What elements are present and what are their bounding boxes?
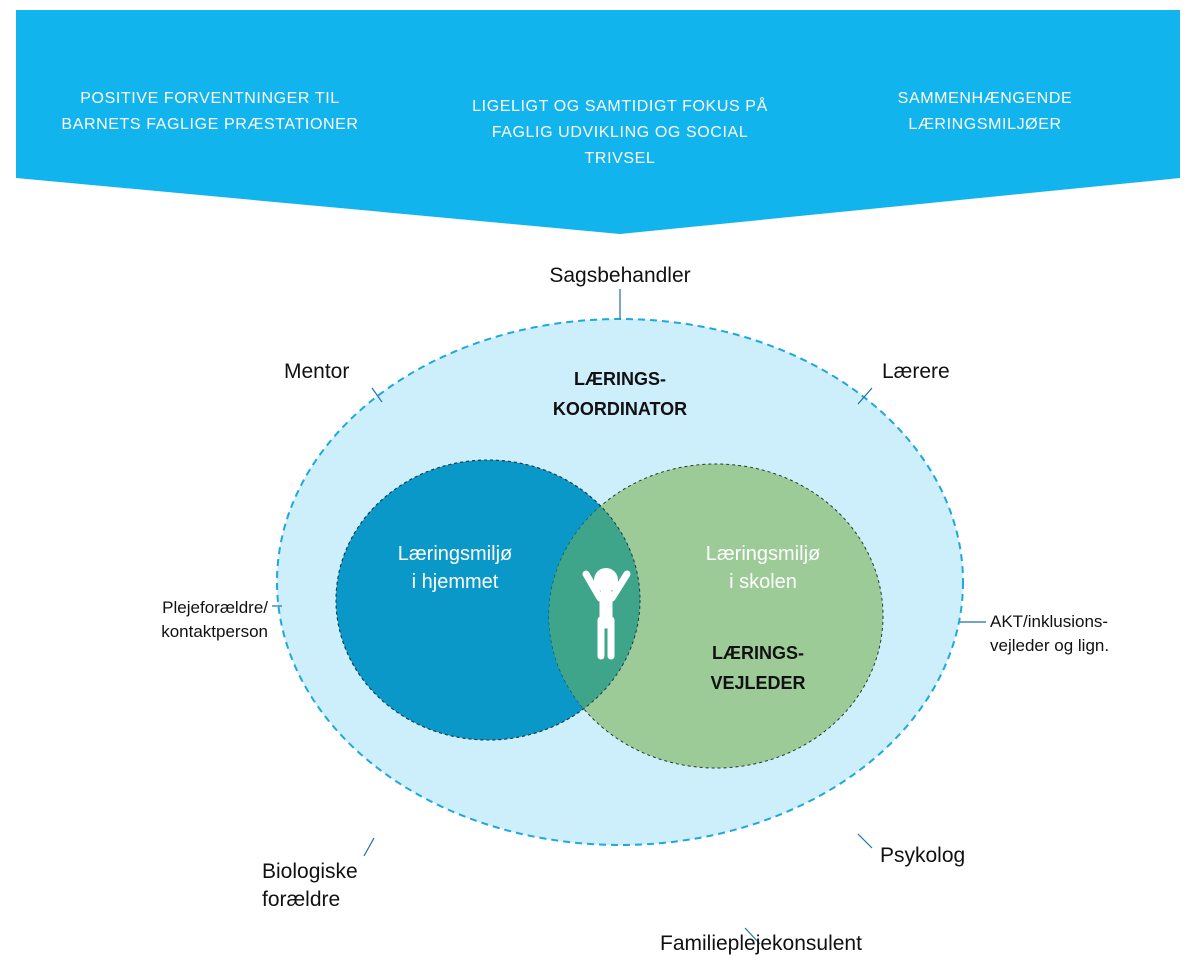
vejleder-title-line-1: LÆRINGS-: [712, 643, 804, 663]
vejleder-title-line-2: VEJLEDER: [710, 673, 806, 693]
coordinator-title: LÆRINGS- KOORDINATOR: [510, 364, 730, 424]
home-circle-label-line-1: Læringsmiljø: [397, 543, 513, 565]
role-biologiske-line-2: forældre: [262, 888, 341, 911]
role-akt-line-1: AKT/inklusions-: [990, 612, 1109, 631]
banner-item-2-line-2: FAGLIG UDVIKLING OG SOCIAL: [491, 124, 749, 141]
banner-item-2: LIGELIGT OG SAMTIDIGT FOKUS PÅ FAGLIG UD…: [420, 94, 820, 172]
school-circle-label-line-1: Læringsmiljø: [705, 543, 821, 565]
connector-biologiske: [363, 837, 375, 857]
banner-item-3-line-2: LÆRINGSMILJØER: [908, 116, 1062, 133]
banner-item-1: POSITIVE FORVENTNINGER TIL BARNETS FAGLI…: [20, 86, 400, 138]
role-laerere: Lærere: [882, 358, 950, 386]
role-familiepleje-text: Familieplejekonsulent: [660, 932, 862, 955]
vejleder-title: LÆRINGS- VEJLEDER: [658, 638, 858, 698]
banner-item-3: SAMMENHÆNGENDE LÆRINGSMILJØER: [820, 86, 1150, 138]
coordinator-title-line-2: KOORDINATOR: [552, 399, 688, 419]
home-circle-outline: [335, 459, 641, 741]
connector-familiepleje: [744, 927, 761, 945]
role-sagsbehandler: Sagsbehandler: [540, 262, 700, 290]
school-circle-label: Læringsmiljø i skolen: [668, 540, 858, 596]
role-akt-line-2: vejleder og lign.: [990, 636, 1110, 655]
role-biologiske: Biologiske forældre: [262, 858, 358, 914]
role-sagsbehandler-text: Sagsbehandler: [549, 264, 691, 287]
banner-item-2-line-3: TRIVSEL: [584, 150, 656, 167]
role-mentor-text: Mentor: [284, 360, 350, 383]
connector-laerere: [857, 387, 873, 405]
role-psykolog: Psykolog: [880, 842, 965, 870]
role-familiepleje: Familieplejekonsulent: [660, 930, 862, 958]
banner-item-3-line-1: SAMMENHÆNGENDE: [897, 90, 1073, 107]
school-circle: [548, 463, 884, 769]
school-circle-label-line-2: i skolen: [729, 571, 797, 593]
role-connectors: [272, 289, 986, 945]
role-mentor: Mentor: [284, 358, 349, 386]
role-plejeforaeldre-line-1: Plejeforældre/: [162, 598, 268, 617]
coordinator-title-line-1: LÆRINGS-: [574, 369, 666, 389]
banner-item-1-line-2: BARNETS FAGLIGE PRÆSTATIONER: [61, 116, 359, 133]
role-plejeforaeldre: Plejeforældre/ kontaktperson: [112, 596, 268, 644]
role-plejeforaeldre-line-2: kontaktperson: [161, 622, 268, 641]
role-akt: AKT/inklusions- vejleder og lign.: [990, 610, 1109, 658]
child-icon: [582, 568, 631, 660]
top-banner: [16, 10, 1180, 234]
banner-item-1-line-1: POSITIVE FORVENTNINGER TIL: [80, 90, 340, 107]
home-circle-label-line-2: i hjemmet: [411, 571, 499, 593]
home-circle-label: Læringsmiljø i hjemmet: [360, 540, 550, 596]
connector-psykolog: [857, 833, 873, 849]
banner-item-2-line-1: LIGELIGT OG SAMTIDIGT FOKUS PÅ: [472, 98, 768, 115]
role-psykolog-text: Psykolog: [880, 844, 966, 867]
role-biologiske-line-1: Biologiske: [262, 860, 358, 883]
connector-mentor: [371, 387, 383, 403]
role-laerere-text: Lærere: [882, 360, 950, 383]
